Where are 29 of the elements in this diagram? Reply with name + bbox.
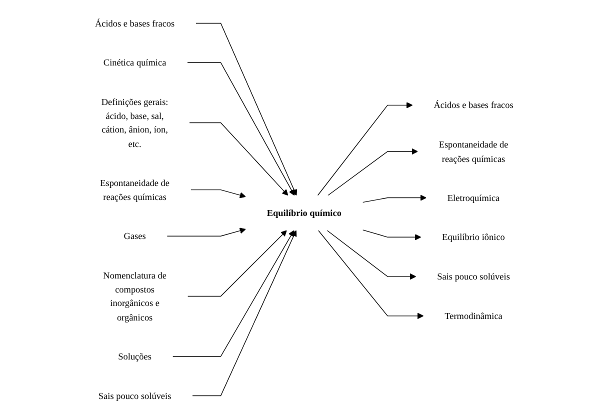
node-text: Definições gerais: ácido, base, sal, cátion, ânion, íon, etc.	[101, 96, 168, 149]
arrow	[327, 148, 418, 196]
node-text: Ácidos e bases fracos	[434, 100, 514, 110]
arrow	[188, 122, 288, 196]
arrow	[172, 230, 294, 357]
node-text: Sais pouco solúveis	[98, 390, 172, 401]
node-text: Ácidos e bases fracos	[94, 18, 174, 28]
node-text: Equilíbrio iônico	[442, 232, 505, 242]
node-text: Espontaneidade de reações químicas	[100, 177, 170, 202]
arrow	[362, 194, 426, 203]
node-text: Espontaneidade de reações químicas	[438, 139, 508, 164]
node-text: Gases	[124, 230, 146, 242]
arrow	[326, 230, 416, 280]
arrow	[362, 230, 421, 240]
arrow	[190, 189, 246, 198]
node-text: Equilíbrio químico	[266, 207, 342, 218]
node-text: Nomenclatura de compostos inorgânicos e orgânicos	[103, 270, 166, 322]
arrow	[317, 102, 413, 196]
node-text: Soluções	[118, 350, 152, 362]
arrow	[186, 62, 295, 196]
node-text: Eletroquímica	[447, 192, 500, 203]
node-text: Termodinâmica	[444, 310, 502, 322]
arrow	[192, 230, 296, 396]
node-text: Sais pouco solúveis	[436, 271, 510, 282]
arrow	[318, 230, 424, 320]
arrow	[166, 228, 246, 236]
arrow	[195, 22, 297, 196]
node-text: Cinética química	[103, 57, 166, 68]
arrow	[187, 230, 287, 297]
